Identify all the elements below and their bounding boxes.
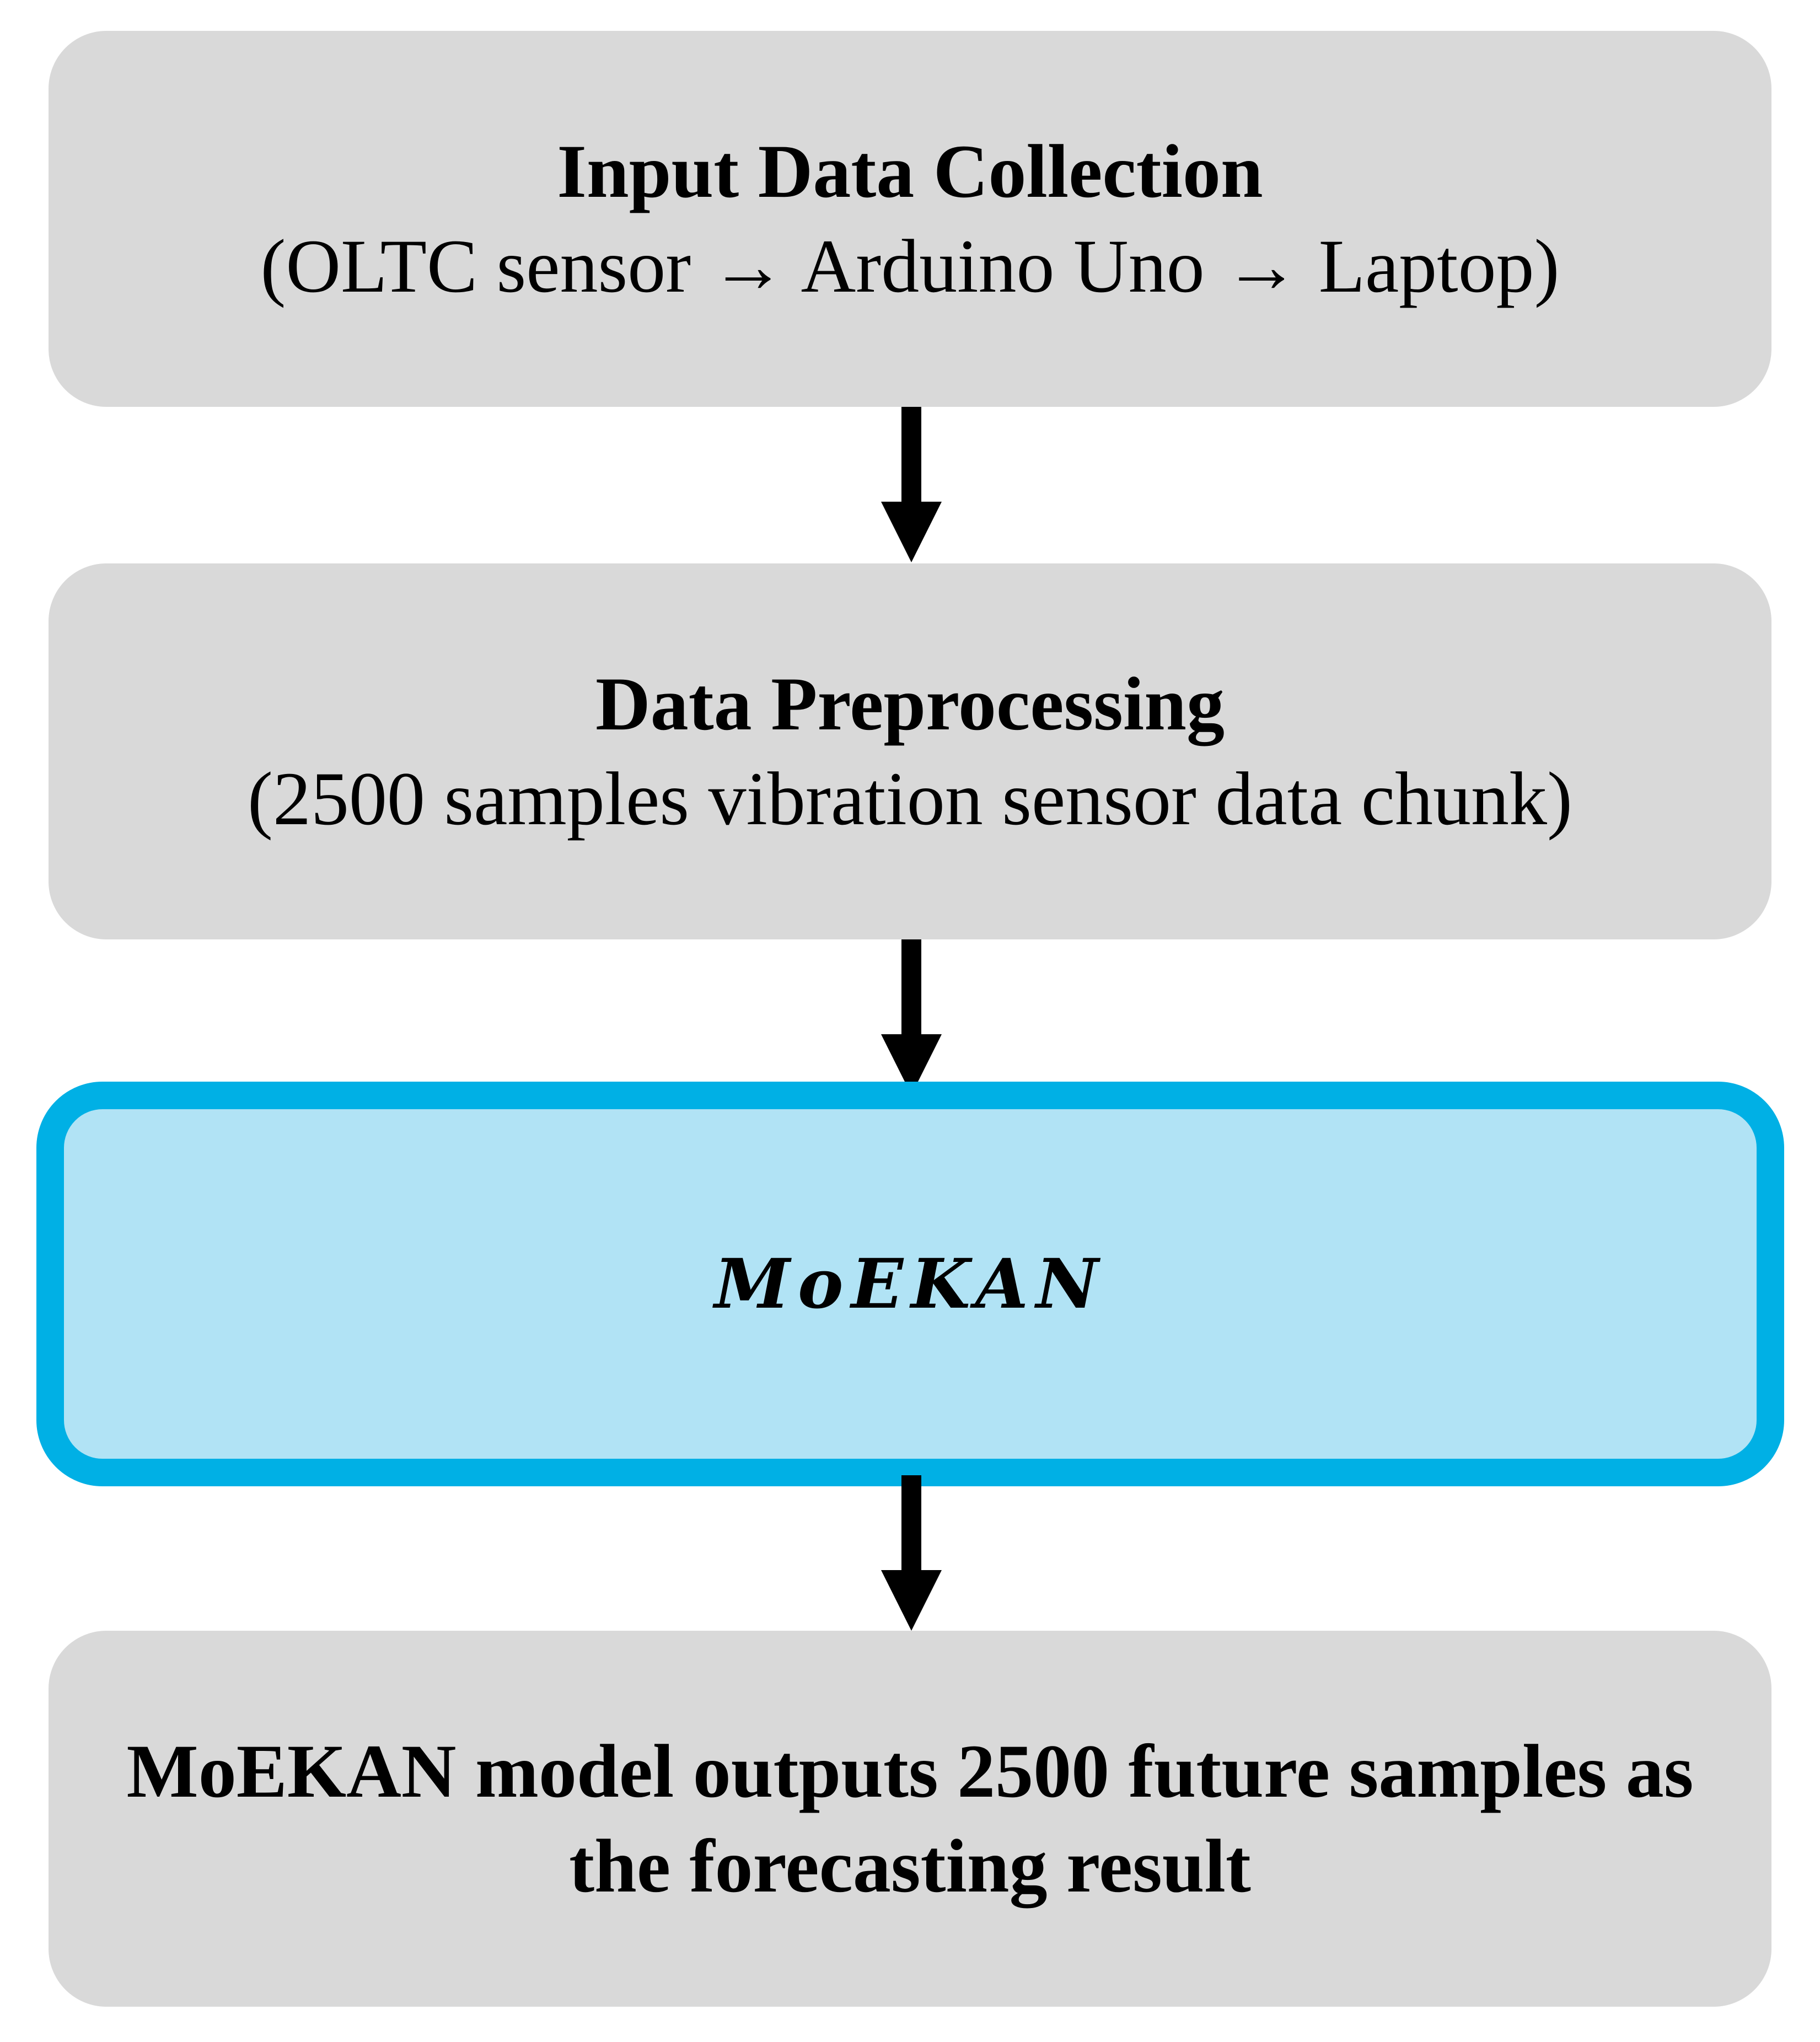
- flow-arrow-down: [881, 1475, 942, 1631]
- arrow-shaft: [901, 407, 921, 506]
- arrow-shaft: [901, 1475, 921, 1575]
- flow-arrow-down: [881, 407, 942, 562]
- step-title: Data Preprocessing: [595, 662, 1225, 746]
- step-text-line: the forecasting result: [569, 1824, 1251, 1908]
- arrow-shaft: [901, 939, 921, 1039]
- step-title: Input Data Collection: [557, 129, 1263, 213]
- arrow-head-icon: [881, 1570, 942, 1631]
- step-text-line: MoEKAN model outputs 2500 future samples…: [126, 1729, 1694, 1813]
- step-subtitle: (OLTC sensor → Arduino Uno → Laptop): [260, 224, 1560, 308]
- step-moekan-model: MoEKAN: [36, 1082, 1784, 1486]
- flow-arrow-down: [881, 939, 942, 1095]
- step-title: MoEKAN: [714, 1244, 1107, 1324]
- arrow-head-icon: [881, 502, 942, 562]
- step-forecast-output: MoEKAN model outputs 2500 future samples…: [49, 1631, 1771, 2007]
- step-input-data-collection: Input Data Collection (OLTC sensor → Ard…: [49, 31, 1771, 407]
- step-data-preprocessing: Data Preprocessing (2500 samples vibrati…: [49, 563, 1771, 939]
- step-subtitle: (2500 samples vibration sensor data chun…: [248, 756, 1572, 841]
